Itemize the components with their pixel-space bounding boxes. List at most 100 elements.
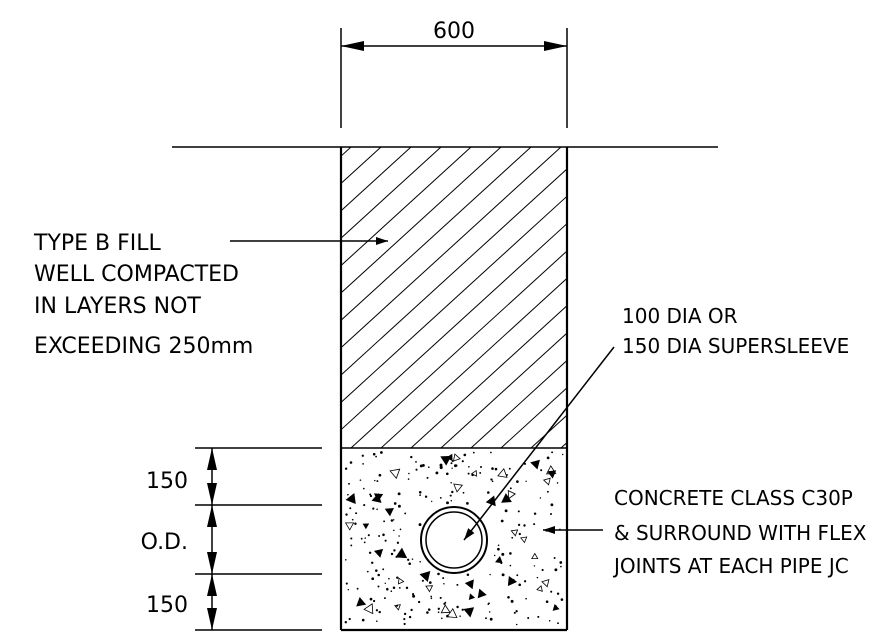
fill-note: TYPE B FILL WELL COMPACTED IN LAYERS NOT… bbox=[33, 231, 388, 359]
stipple-dot bbox=[393, 549, 396, 552]
stipple-dot bbox=[427, 466, 430, 469]
stipple-dot bbox=[507, 596, 510, 599]
aggregate-chip bbox=[362, 523, 370, 530]
width-dimension: 600 bbox=[340, 19, 568, 128]
aggregate-chip bbox=[541, 579, 550, 588]
stipple-dot bbox=[378, 610, 381, 614]
stipple-dot bbox=[456, 605, 459, 609]
stipple-dot bbox=[430, 597, 433, 600]
stipple-dot bbox=[396, 576, 399, 579]
stipple-dot bbox=[378, 535, 381, 537]
stipple-dot bbox=[557, 622, 559, 625]
stipple-dot bbox=[491, 480, 494, 483]
hatch-line bbox=[530, 414, 567, 448]
concrete-note-line: CONCRETE CLASS C30P bbox=[614, 486, 853, 510]
aggregate-chip bbox=[520, 536, 528, 544]
stipple-dot bbox=[410, 455, 413, 459]
stipple-dot bbox=[418, 523, 422, 527]
fill-note-line: TYPE B FILL bbox=[33, 231, 162, 256]
stipple-dot bbox=[374, 479, 376, 482]
stipple-dot bbox=[497, 544, 500, 547]
aggregate-chip bbox=[394, 604, 401, 611]
pipe bbox=[420, 506, 488, 574]
stipple-dot bbox=[449, 494, 452, 497]
stipple-dot bbox=[396, 541, 400, 544]
stipple-dot bbox=[439, 596, 442, 599]
stipple-dot bbox=[373, 599, 376, 603]
stipple-dot bbox=[407, 478, 410, 480]
stipple-dot bbox=[559, 561, 563, 564]
stipple-dot bbox=[363, 504, 366, 507]
stipple-dot bbox=[392, 519, 395, 521]
stipple-dot bbox=[517, 510, 520, 513]
dim-arrowhead bbox=[207, 448, 217, 470]
stipple-dot bbox=[431, 500, 433, 503]
stipple-dot bbox=[546, 456, 550, 460]
stipple-dot bbox=[451, 490, 454, 494]
hatch-line bbox=[591, 147, 884, 448]
hatch-line bbox=[500, 387, 567, 448]
stipple-dot bbox=[376, 480, 379, 483]
stipple-dot bbox=[561, 453, 564, 456]
aggregate-chip bbox=[547, 470, 557, 479]
stipple-dot bbox=[360, 537, 363, 540]
hatch-line bbox=[711, 147, 884, 448]
stipple-dot bbox=[390, 552, 394, 556]
stipple-dot bbox=[446, 501, 449, 505]
stipple-dot bbox=[439, 465, 443, 469]
stipple-dot bbox=[348, 617, 351, 621]
fill-note-line: IN LAYERS NOT bbox=[34, 294, 201, 319]
stipple-dot bbox=[411, 558, 414, 560]
stipple-dot bbox=[450, 462, 453, 465]
stipple-dot bbox=[386, 587, 389, 591]
stipple-dot bbox=[362, 487, 365, 490]
stipple-dot bbox=[407, 558, 410, 561]
stipple-dot bbox=[345, 559, 347, 561]
stipple-dot bbox=[540, 469, 543, 472]
stipple-dot bbox=[551, 451, 554, 454]
stipple-dot bbox=[443, 582, 445, 585]
stipple-dot bbox=[516, 480, 519, 483]
stipple-dot bbox=[393, 529, 395, 532]
stipple-dot bbox=[527, 616, 530, 620]
pipe-note-line: 150 DIA SUPERSLEEVE bbox=[622, 334, 849, 358]
concrete-stipple bbox=[344, 451, 564, 626]
stipple-dot bbox=[426, 476, 429, 479]
stipple-dot bbox=[383, 597, 386, 600]
stipple-dot bbox=[525, 480, 527, 483]
stipple-dot bbox=[462, 491, 465, 494]
pipe-note-line: 100 DIA OR bbox=[622, 304, 738, 328]
aggregate-chip bbox=[344, 522, 355, 531]
aggregate-chip bbox=[530, 459, 540, 470]
stipple-dot bbox=[549, 512, 553, 516]
dim-arrowhead bbox=[207, 608, 217, 630]
aggregate-chip bbox=[495, 555, 503, 564]
stipple-dot bbox=[368, 551, 372, 555]
stipple-dot bbox=[515, 610, 518, 613]
aggregate-chip bbox=[446, 608, 458, 619]
hatch-line bbox=[350, 250, 567, 448]
stipple-dot bbox=[554, 568, 558, 572]
aggregate-chip bbox=[356, 597, 367, 607]
stipple-dot bbox=[367, 534, 370, 537]
stipple-dot bbox=[349, 461, 353, 464]
aggregate-chip bbox=[510, 529, 519, 537]
stipple-dot bbox=[348, 482, 350, 485]
pipe-inner-wall bbox=[425, 511, 483, 569]
stipple-dot bbox=[437, 607, 440, 610]
hatch-line bbox=[341, 147, 442, 239]
stipple-dot bbox=[382, 568, 385, 571]
stipple-dot bbox=[501, 573, 505, 577]
stipple-dot bbox=[504, 509, 508, 513]
stipple-dot bbox=[347, 493, 349, 496]
stipple-dot bbox=[518, 532, 521, 536]
stipple-dot bbox=[350, 537, 353, 540]
hatch-line bbox=[681, 147, 884, 448]
stipple-dot bbox=[479, 465, 483, 469]
aggregate-chip bbox=[345, 493, 356, 505]
stipple-dot bbox=[468, 465, 470, 468]
hatch-line bbox=[341, 168, 567, 376]
stipple-dot bbox=[371, 577, 375, 581]
pipe-od-dimension-label: O.D. bbox=[141, 530, 188, 555]
stipple-dot bbox=[408, 615, 412, 619]
